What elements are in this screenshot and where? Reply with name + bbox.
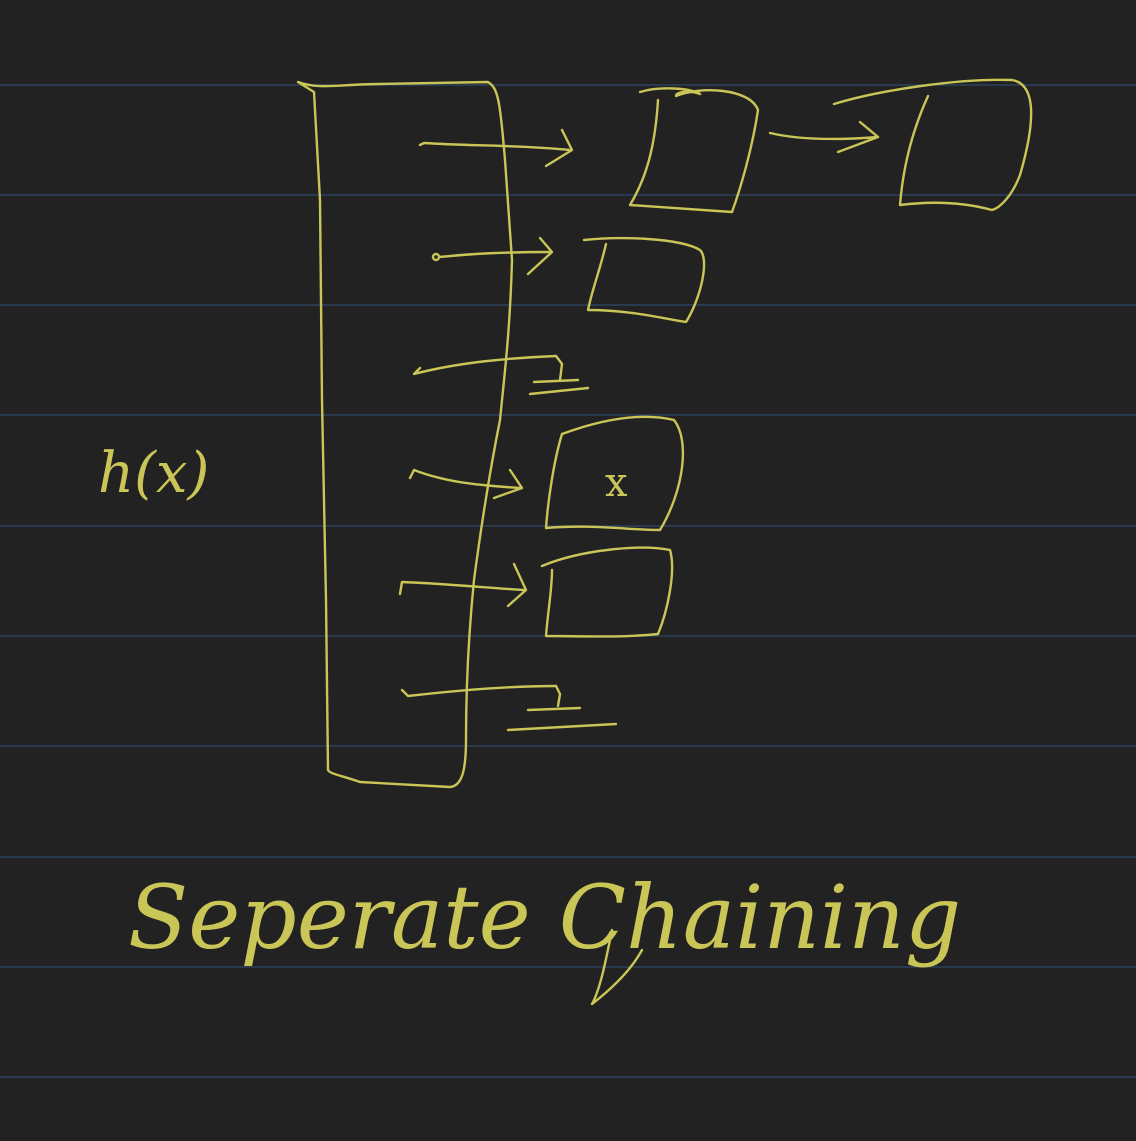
slot-pointer-5: [398, 562, 528, 608]
chain-node-1b: [832, 78, 1033, 212]
slot-pointer-1: [418, 128, 574, 168]
chain-node-4-deleted: [544, 415, 685, 532]
null-terminator-6: [506, 706, 618, 732]
title-underflourish: [590, 928, 644, 1006]
chain-node-1a: [628, 87, 760, 214]
hash-table-array: [296, 80, 514, 789]
null-terminator-3: [528, 378, 590, 396]
slot-pointer-6-null: [400, 684, 618, 732]
hash-function-label: h(x): [98, 441, 209, 506]
deleted-marker: x: [605, 460, 628, 506]
diagram-title: Seperate Chaining: [128, 866, 961, 969]
chain-node-2: [582, 236, 706, 324]
slot-pointer-2: [431, 236, 554, 276]
slot-pointer-4: [408, 468, 524, 500]
chain-node-5: [540, 546, 674, 638]
chain-link-1: [768, 120, 880, 154]
slot-pointer-3-null: [412, 354, 590, 396]
